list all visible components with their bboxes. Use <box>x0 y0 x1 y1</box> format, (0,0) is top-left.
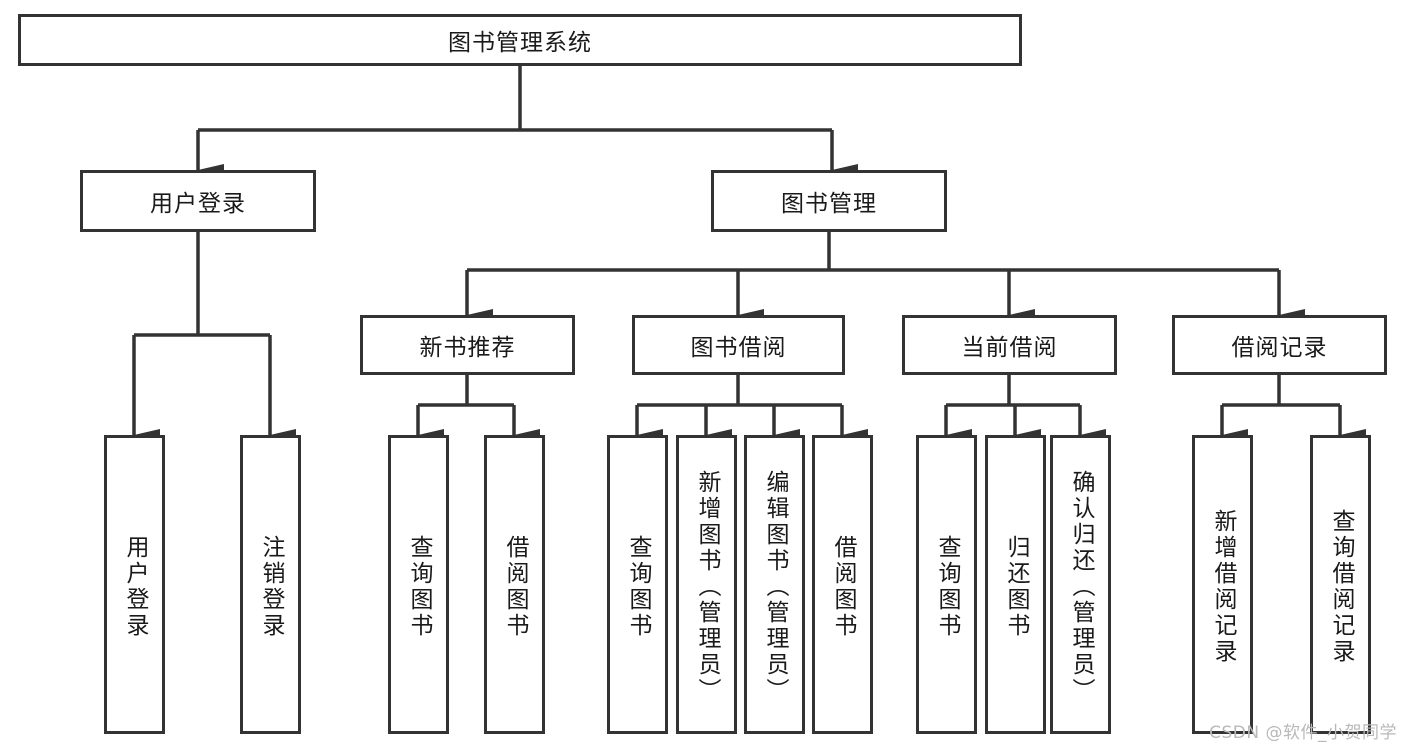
node-book-borrow[interactable]: 图书借阅 <box>632 315 845 375</box>
leaf-label: 借阅图书 <box>830 534 856 639</box>
leaf-label: 查询图书 <box>934 534 960 639</box>
leaf-user-login-login[interactable]: 用户登录 <box>104 435 165 734</box>
leaf-label: 查询图书 <box>406 534 432 639</box>
leaf-new-book-borrow[interactable]: 借阅图书 <box>484 435 545 734</box>
leaf-current-confirm-return-admin[interactable]: 确认归还（管理员） <box>1050 435 1111 734</box>
leaf-borrow-edit-book-admin[interactable]: 编辑图书（管理员） <box>744 435 805 734</box>
leaf-label: 用户登录 <box>122 534 148 639</box>
leaf-label: 确认归还（管理员） <box>1068 469 1094 704</box>
leaf-borrow-query-book[interactable]: 查询图书 <box>607 435 668 734</box>
node-book-management[interactable]: 图书管理 <box>711 170 947 232</box>
leaf-label: 查询图书 <box>625 534 651 639</box>
node-current-borrow[interactable]: 当前借阅 <box>902 315 1117 375</box>
node-user-login[interactable]: 用户登录 <box>80 170 316 232</box>
leaf-record-query-record[interactable]: 查询借阅记录 <box>1310 435 1371 734</box>
leaf-label: 新增图书（管理员） <box>694 469 720 704</box>
leaf-borrow-borrow-book[interactable]: 借阅图书 <box>812 435 873 734</box>
leaf-label: 归还图书 <box>1003 534 1029 639</box>
leaf-label: 编辑图书（管理员） <box>762 469 788 704</box>
leaf-label: 借阅图书 <box>502 534 528 639</box>
leaf-label: 查询借阅记录 <box>1328 508 1354 665</box>
leaf-current-query-book[interactable]: 查询图书 <box>916 435 977 734</box>
node-root-book-management-system[interactable]: 图书管理系统 <box>18 14 1022 66</box>
node-borrow-record[interactable]: 借阅记录 <box>1172 315 1387 375</box>
leaf-label: 新增借阅记录 <box>1210 508 1236 665</box>
node-new-book-recommend[interactable]: 新书推荐 <box>360 315 575 375</box>
watermark: CSDN @软件_小贺同学 <box>1209 723 1397 743</box>
leaf-user-login-logout[interactable]: 注销登录 <box>240 435 301 734</box>
leaf-new-book-query[interactable]: 查询图书 <box>388 435 449 734</box>
leaf-current-return-book[interactable]: 归还图书 <box>985 435 1046 734</box>
leaf-record-add-record[interactable]: 新增借阅记录 <box>1192 435 1253 734</box>
leaf-borrow-add-book-admin[interactable]: 新增图书（管理员） <box>676 435 737 734</box>
leaf-label: 注销登录 <box>258 534 284 639</box>
